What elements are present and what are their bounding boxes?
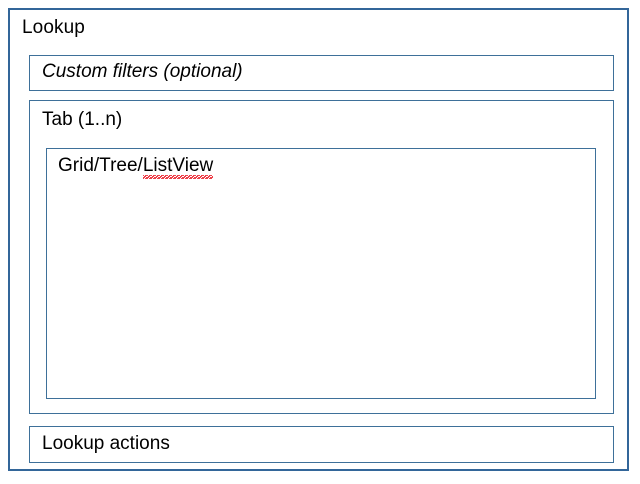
custom-filters-label: Custom filters (optional) bbox=[42, 61, 243, 82]
lookup-actions-box[interactable]: Lookup actions bbox=[29, 426, 614, 463]
custom-filters-box[interactable]: Custom filters (optional) bbox=[29, 55, 614, 91]
grid-tree-listview-label: Grid/Tree/ListView bbox=[58, 154, 214, 179]
tab-box[interactable]: Tab (1..n) Grid/Tree/ListView bbox=[29, 100, 614, 414]
page-title: Lookup bbox=[22, 17, 85, 38]
grid-tree-listview-box[interactable]: Grid/Tree/ListView bbox=[46, 148, 596, 399]
grid-label-misspelled-word: ListView bbox=[142, 155, 214, 179]
lookup-frame: Lookup Custom filters (optional) Tab (1.… bbox=[8, 8, 629, 471]
lookup-actions-label: Lookup actions bbox=[42, 433, 170, 454]
grid-label-prefix: Grid/Tree/ bbox=[58, 155, 143, 176]
tab-label: Tab (1..n) bbox=[42, 109, 123, 130]
